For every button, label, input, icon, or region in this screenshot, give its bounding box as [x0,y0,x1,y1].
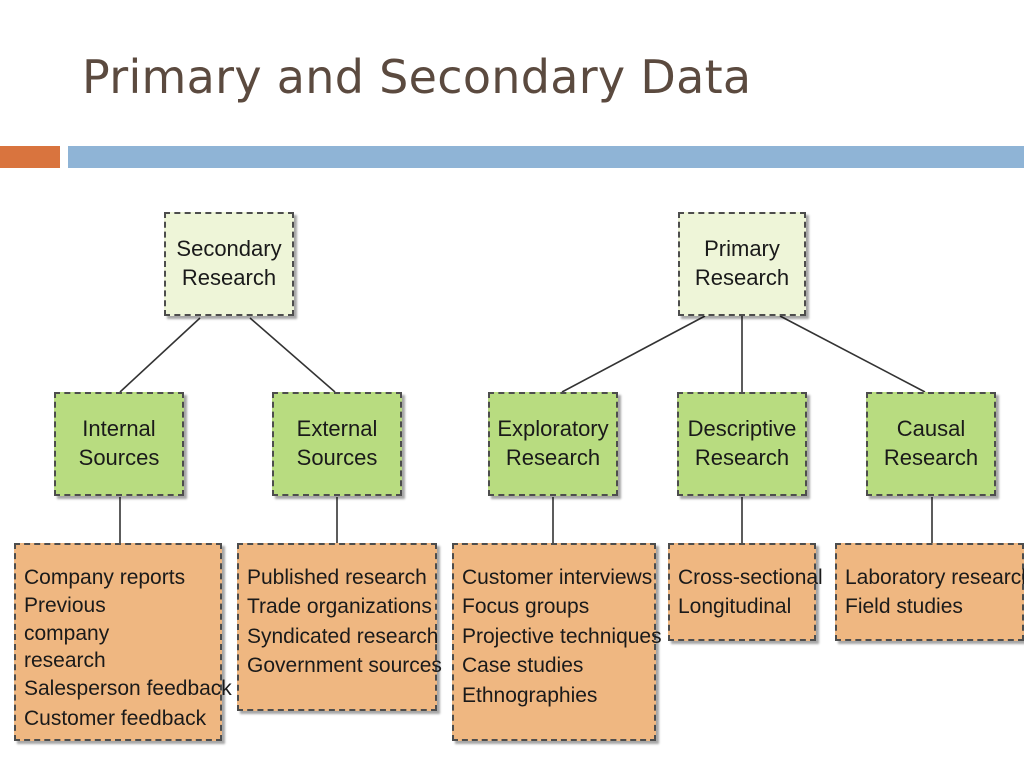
accent-bar-blue [68,146,1024,168]
list-item: Customer feedback [24,706,207,730]
list-item: Syndicated research [247,624,439,648]
descriptive-research-list: Cross-sectional Longitudinal [668,543,823,641]
connector-secondary-internal [119,317,201,393]
internal-sources-label: Internal Sources [78,416,160,470]
list-item: Company reports [24,566,186,589]
causal-research-box: Causal Research [866,392,996,496]
external-sources-list: Published research Trade organizations S… [237,543,442,711]
list-item: Salesperson feedback [24,677,232,701]
list-item: Longitudinal [678,595,792,619]
list-item: Ethnographies [462,683,598,707]
list-item: Customer interviews [462,566,653,589]
primary-research-box: Primary Research [678,212,806,316]
connector-secondary-external [249,317,336,393]
exploratory-research-box: Exploratory Research [488,392,618,496]
list-item: Laboratory research [845,566,1024,589]
secondary-research-label: Secondary Research [176,236,282,290]
slide-title: Primary and Secondary Data [82,50,752,104]
list-item: Cross-sectional [678,566,823,589]
list-item: Published research [247,566,427,589]
causal-research-list: Laboratory research Field studies [835,543,1024,641]
exploratory-research-list: Customer interviews Focus groups Project… [452,543,662,741]
connector-primary-exploratory [561,315,706,393]
secondary-research-box: Secondary Research [164,212,294,316]
list-item: Case studies [462,654,584,678]
list-item: Projective techniques [462,624,662,648]
causal-research-label: Causal Research [883,416,979,470]
accent-bar-orange [0,146,60,168]
descriptive-research-label: Descriptive Research [687,416,797,470]
descriptive-research-box: Descriptive Research [677,392,807,496]
external-sources-box: External Sources [272,392,402,496]
list-item: Government sources [247,654,442,678]
internal-sources-box: Internal Sources [54,392,184,496]
external-sources-label: External Sources [296,416,378,470]
exploratory-research-label: Exploratory Research [497,416,609,470]
connector-primary-causal [779,315,926,393]
primary-research-label: Primary Research [694,236,790,290]
internal-sources-list: Company reports Previous company researc… [14,543,232,741]
list-item: Focus groups [462,595,590,619]
list-item: Trade organizations [247,595,432,619]
list-item: Previous company research [24,594,110,672]
list-item: Field studies [845,595,963,619]
